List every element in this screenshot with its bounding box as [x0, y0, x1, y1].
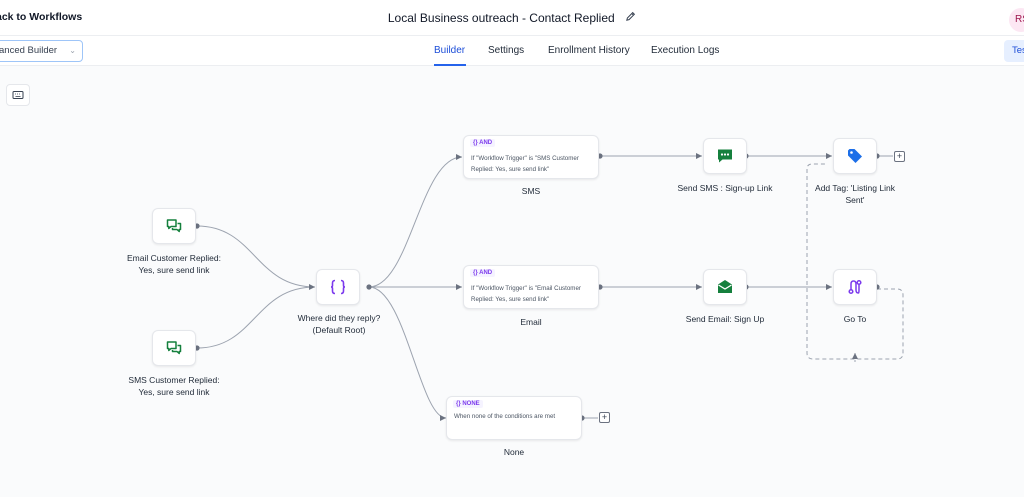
trigger-node-sms-replied[interactable] [152, 330, 196, 366]
action-label-send-email: Send Email: Sign Up [685, 314, 765, 324]
trigger-label-sms: SMS Customer Replied: Yes, sure send lin… [128, 375, 220, 397]
tab-execution-logs[interactable]: Execution Logs [651, 45, 720, 56]
keyboard-shortcuts-button[interactable] [6, 84, 30, 106]
email-envelope-icon [718, 280, 732, 293]
branch-condition-text: If "Workflow Trigger" is "Email Customer… [471, 285, 581, 303]
trigger-node-email-replied[interactable] [152, 208, 196, 244]
router-label: Where did they reply? (Default Root) [297, 313, 381, 335]
branch-badge: {} NONE [453, 400, 483, 408]
action-node-go-to[interactable] [833, 269, 877, 305]
router-node[interactable] [316, 269, 360, 305]
branch-card-email[interactable]: {} AND If "Workflow Trigger" is "Email C… [463, 265, 599, 309]
branch-label-none: None [503, 447, 525, 457]
curly-braces-icon [330, 279, 346, 295]
pencil-edit-icon[interactable] [625, 9, 636, 27]
branch-badge: {} AND [470, 139, 496, 147]
workflow-title[interactable]: Local Business outreach - Contact Replie… [387, 11, 615, 26]
branch-condition-text: If "Workflow Trigger" is "SMS Customer R… [471, 155, 579, 173]
keyboard-icon [12, 91, 24, 99]
branch-condition-text: When none of the conditions are met [454, 413, 556, 420]
action-label-send-sms: Send SMS : Sign-up Link [677, 183, 773, 193]
action-node-send-email[interactable] [703, 269, 747, 305]
add-step-button[interactable]: + [599, 412, 610, 423]
trigger-label-email: Email Customer Replied: Yes, sure send l… [126, 253, 221, 275]
top-header: ack to Workflows Local Business outreach… [0, 0, 1024, 35]
action-node-send-sms[interactable] [703, 138, 747, 174]
branch-card-sms[interactable]: {} AND If "Workflow Trigger" is "SMS Cus… [463, 135, 599, 179]
goto-route-icon [848, 279, 862, 295]
tab-settings[interactable]: Settings [488, 45, 525, 56]
user-avatar[interactable]: RS [1009, 8, 1024, 32]
test-workflow-button[interactable]: Tes [1004, 40, 1024, 62]
builder-mode-select[interactable]: anced Builder ⌄ [0, 40, 83, 62]
chevron-down-icon: ⌄ [69, 46, 76, 55]
active-tab-indicator [434, 64, 466, 66]
branch-label-email: Email [520, 317, 542, 327]
sms-message-icon [718, 149, 732, 163]
builder-mode-value: anced Builder [0, 45, 58, 56]
branch-card-none[interactable]: {} NONE When none of the conditions are … [446, 396, 582, 440]
tab-enrollment-history[interactable]: Enrollment History [548, 45, 630, 56]
add-step-button[interactable]: + [894, 151, 905, 162]
branch-label-sms: SMS [521, 186, 541, 196]
builder-toolbar: anced Builder ⌄ Builder Settings Enrollm… [0, 35, 1024, 66]
tab-builder[interactable]: Builder [434, 45, 466, 56]
title-area: Local Business outreach - Contact Replie… [0, 9, 1024, 27]
action-label-add-tag: Add Tag: 'Listing Link Sent' [815, 183, 895, 205]
branch-badge: {} AND [470, 269, 496, 277]
chat-bubbles-icon [166, 341, 182, 355]
action-node-add-tag[interactable] [833, 138, 877, 174]
action-label-go-to: Go To [843, 314, 867, 324]
tag-icon [848, 149, 862, 163]
back-to-workflows-link[interactable]: ack to Workflows [0, 11, 83, 23]
chat-bubbles-icon [166, 219, 182, 233]
